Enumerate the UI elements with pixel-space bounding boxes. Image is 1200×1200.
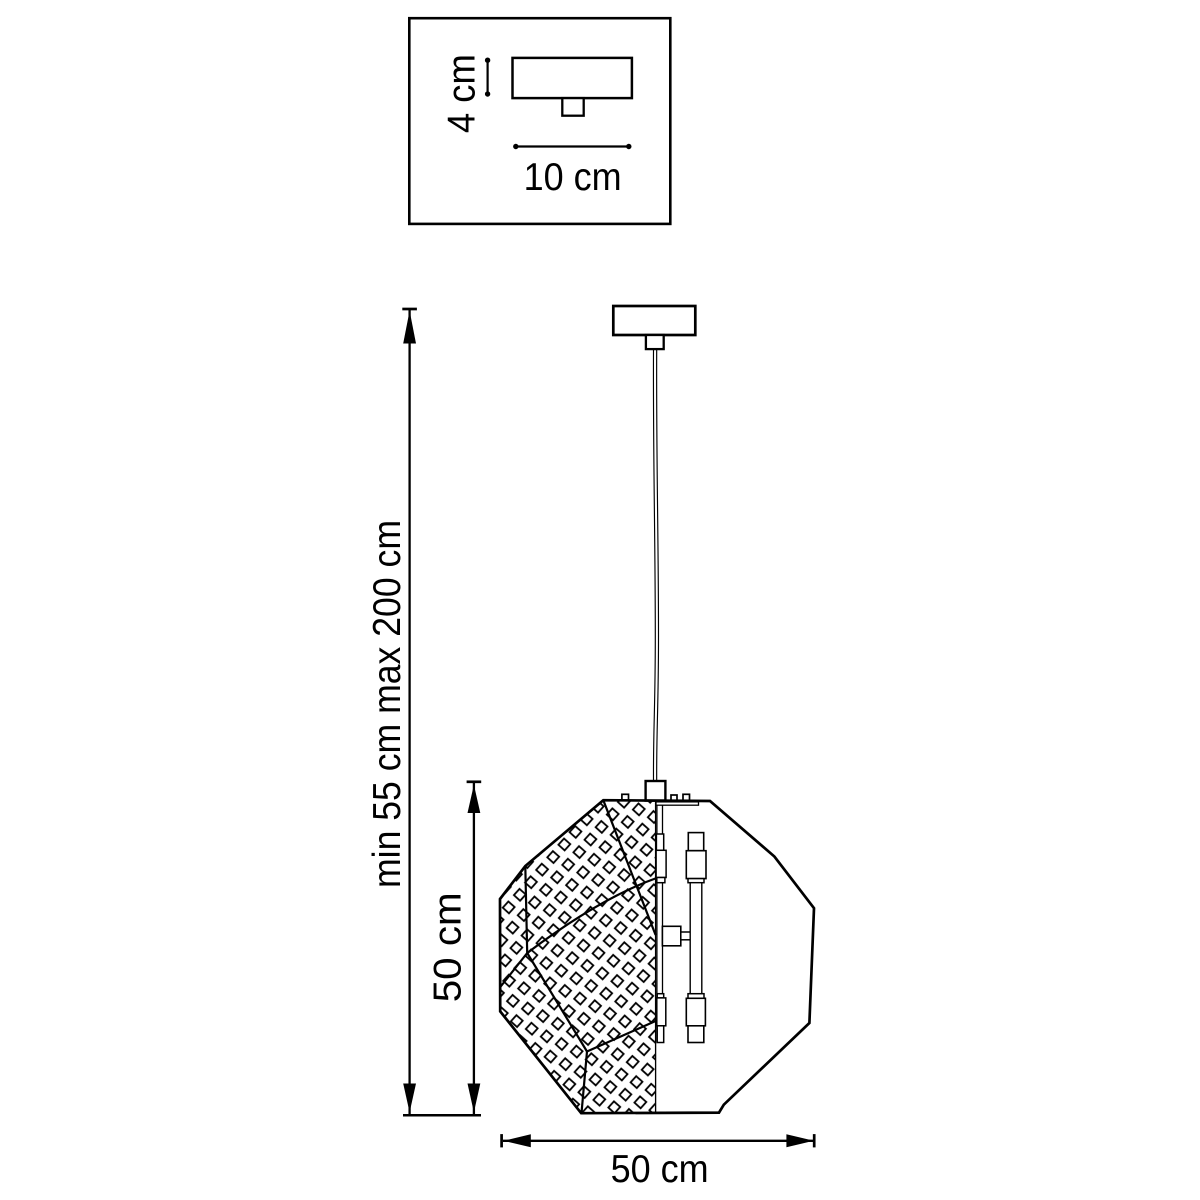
svg-text:50 cm: 50 cm (611, 1148, 709, 1191)
svg-text:min 55 cm max 200 cm: min 55 cm max 200 cm (366, 520, 409, 888)
svg-text:4 cm: 4 cm (441, 54, 484, 133)
svg-text:10 cm: 10 cm (524, 156, 622, 199)
svg-text:50 cm: 50 cm (426, 892, 469, 1002)
